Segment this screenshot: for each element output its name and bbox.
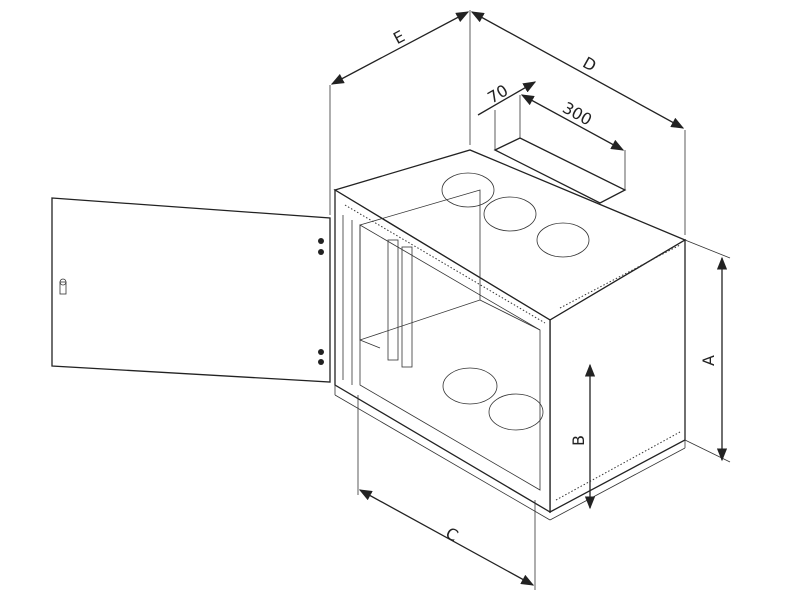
lock-icon	[59, 281, 67, 295]
hinge-top	[318, 238, 324, 255]
label-a: A	[699, 355, 718, 366]
hinge-bottom	[318, 349, 324, 365]
cable-slot	[493, 95, 627, 204]
label-c: C	[442, 523, 461, 545]
dim-300	[520, 94, 625, 151]
dim-c	[358, 489, 535, 586]
open-door	[51, 197, 331, 383]
dim-d	[470, 11, 685, 129]
label-b: B	[569, 435, 588, 446]
label-70: 70	[484, 81, 511, 108]
front-frame	[334, 188, 551, 514]
cable-entry-holes-bottom	[442, 367, 544, 431]
dimension-lines	[329, 10, 731, 590]
cabinet-body	[333, 149, 687, 521]
dim-e	[330, 11, 470, 85]
dim-70	[477, 81, 537, 116]
cable-entry-holes-top	[441, 172, 590, 258]
